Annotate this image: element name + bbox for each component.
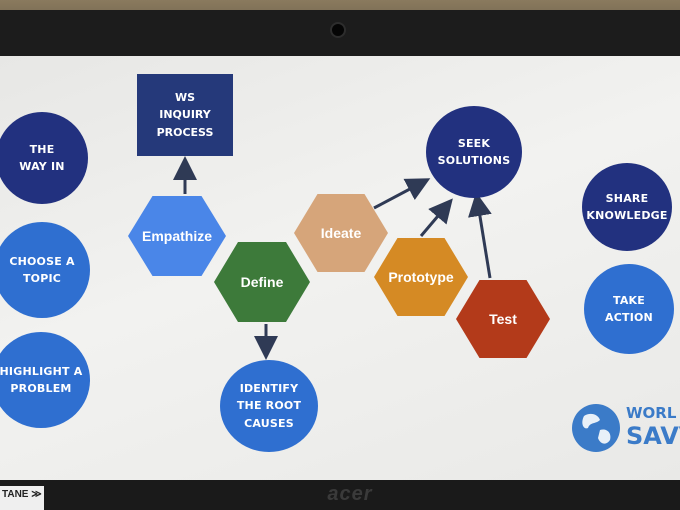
arrow-ideate-to-seek [373,178,431,210]
share-knowledge-circle: SHARE KNOWLEDGE [582,163,672,251]
webcam [330,22,346,38]
laptop-brand-logo: acer [327,483,373,505]
ws-inquiry-process-box: WS INQUIRY PROCESS [137,74,233,156]
arrow-layer [173,156,492,360]
the-way-in-circle: THE WAY IN [0,112,88,204]
laptop-bottom-bezel [0,480,680,510]
take-action-circle: TAKE ACTION [584,264,674,354]
choose-a-topic-circle: CHOOSE A TOPIC [0,222,90,318]
seek-solutions-circle: SEEK SOLUTIONS [426,106,522,198]
world-savvy-logo: WORL SAVV [570,402,680,456]
arrow-prototype-to-seek [419,198,453,237]
highlight-a-problem-circle: HIGHLIGHT A PROBLEM [0,332,90,428]
identify-root-causes-circle: IDENTIFY THE ROOT CAUSES [220,360,318,452]
arrow-test-to-seek [468,192,492,279]
logo-text-line1: WORL [626,404,677,422]
laptop-screen: WS INQUIRY PROCESS THE WAY IN CHOOSE A T… [0,56,680,480]
globe-icon [572,404,620,452]
laptop-sticker: TANE ≫ [0,486,44,510]
logo-text-line2: SAVV [626,422,680,450]
